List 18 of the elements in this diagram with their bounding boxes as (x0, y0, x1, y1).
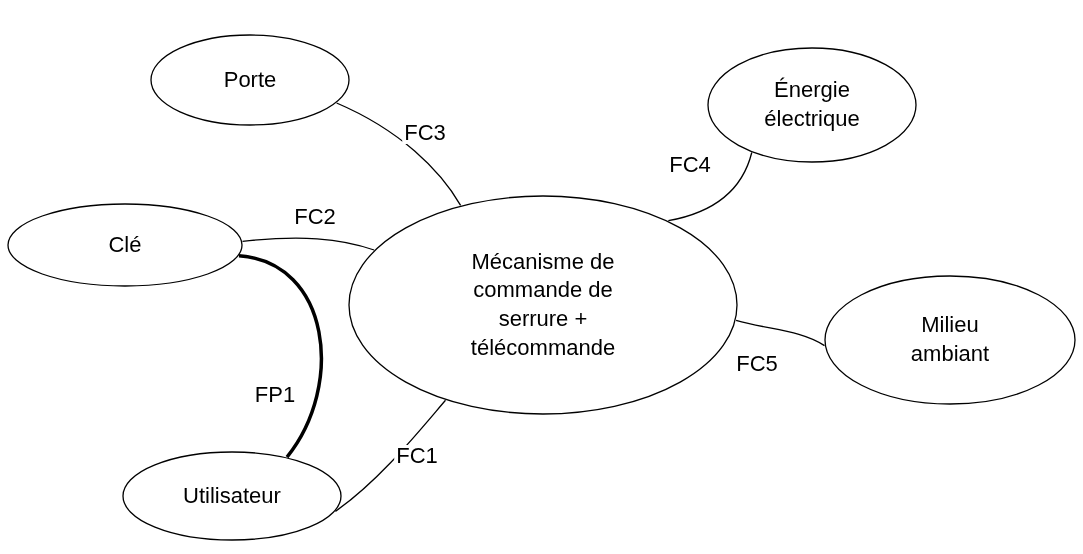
ellipse-node (7, 203, 243, 287)
connector-line (238, 254, 323, 458)
connector-line (241, 237, 375, 251)
ellipse-node (150, 34, 350, 126)
connector-line (667, 151, 753, 222)
ellipse-node (824, 275, 1076, 405)
node-label: Utilisateur (182, 481, 282, 510)
node-label: Clé (107, 230, 143, 259)
node-label: Mécanisme de commande de serrure + télécommande (469, 247, 617, 362)
node-label: Énergie électrique (763, 76, 861, 133)
connector-line (735, 319, 826, 347)
node-label: Milieu ambiant (909, 311, 991, 368)
edge-label: FC3 (402, 122, 448, 144)
connector-line (335, 102, 462, 206)
connector-line (334, 399, 447, 513)
ellipse-node (122, 451, 342, 541)
ellipse-node (348, 195, 738, 415)
node-label: Porte (222, 65, 278, 94)
